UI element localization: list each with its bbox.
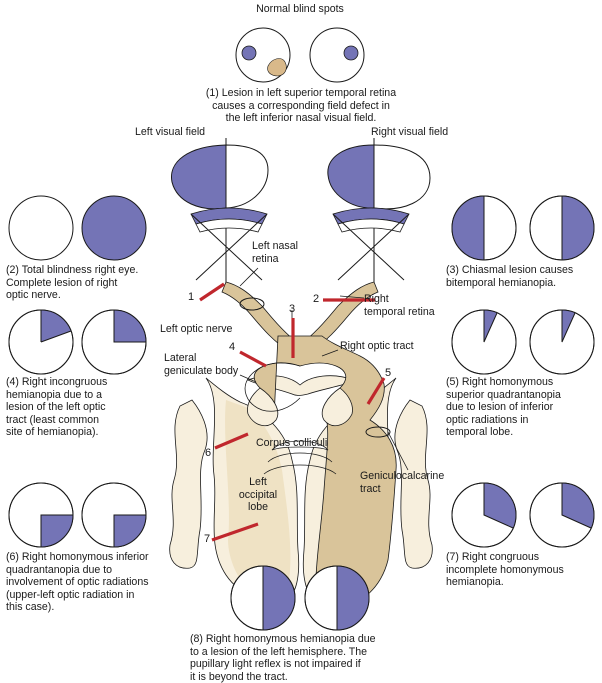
field-defect-3 — [451, 195, 595, 261]
lesion-number-4: 4 — [229, 341, 236, 353]
label-right-optic-tract: Right optic tract — [340, 340, 414, 352]
left-eye-lens — [190, 207, 268, 281]
right-visual-field-shape — [327, 138, 431, 282]
label-right-visual-field: Right visual field — [371, 126, 449, 138]
lesion-number-2: 2 — [313, 293, 320, 305]
lesion-6 — [214, 432, 249, 450]
page-title: Normal blind spots — [256, 3, 344, 15]
label-corpus-colliculi: Corpus colliculi — [256, 437, 328, 449]
lesion-number-1: 1 — [188, 291, 195, 303]
caption-6: (6) Right homonymous inferior quadrantan… — [6, 551, 149, 614]
field-defect-7 — [451, 482, 595, 548]
lesion-number-3: 3 — [289, 303, 296, 315]
field-defect-5 — [451, 309, 595, 375]
label-geniculocalcarine-tract: Geniculocalcarine tract — [360, 470, 445, 495]
corpus-colliculi-shape — [263, 440, 337, 475]
lesion-number-5: 5 — [385, 367, 392, 379]
field-defect-blob — [267, 58, 287, 77]
field-defect-8 — [230, 565, 370, 631]
caption-2: (2) Total blindness right eye. Complete … — [6, 264, 139, 302]
label-left-optic-nerve: Left optic nerve — [160, 323, 233, 335]
label-right-temporal-retina: Right temporal retina — [364, 293, 435, 318]
optic-nerve-marker — [239, 297, 265, 311]
geniculocalcarine-marker — [365, 426, 391, 438]
caption-8: (8) Right homonymous hemianopia due to a… — [190, 633, 376, 683]
caption-1: (1) Lesion in left superior temporal ret… — [205, 87, 397, 125]
leader-lines — [239, 267, 365, 383]
left-visual-field-shape — [171, 138, 269, 282]
field-defect-4 — [8, 309, 147, 375]
right-eye-lens — [332, 207, 410, 281]
caption-5: (5) Right homonymous superior quadrantan… — [446, 376, 561, 439]
caption-3: (3) Chiasmal lesion causes bitemporal he… — [446, 264, 574, 289]
lesion-7 — [211, 522, 259, 542]
label-left-nasal-retina: Left nasal retina — [252, 240, 298, 265]
normal-blind-spots-fields — [235, 27, 365, 83]
lesion-marks — [199, 282, 386, 542]
lesion-number-7: 7 — [204, 533, 211, 545]
lesion-4 — [239, 350, 267, 368]
lesion-1 — [199, 282, 225, 302]
label-left-visual-field: Left visual field — [135, 126, 206, 138]
lesion-5 — [366, 377, 386, 405]
lesion-number-6: 6 — [205, 447, 212, 459]
label-left-occipital-lobe: Left occipital lobe — [238, 476, 278, 514]
caption-7: (7) Right congruous incomplete homonymou… — [446, 551, 564, 589]
label-lateral-geniculate-body: Lateral geniculate body — [164, 352, 239, 377]
field-defect-2 — [8, 195, 147, 261]
caption-4: (4) Right incongruous hemianopia due to … — [6, 376, 108, 439]
field-defect-6 — [8, 482, 147, 548]
